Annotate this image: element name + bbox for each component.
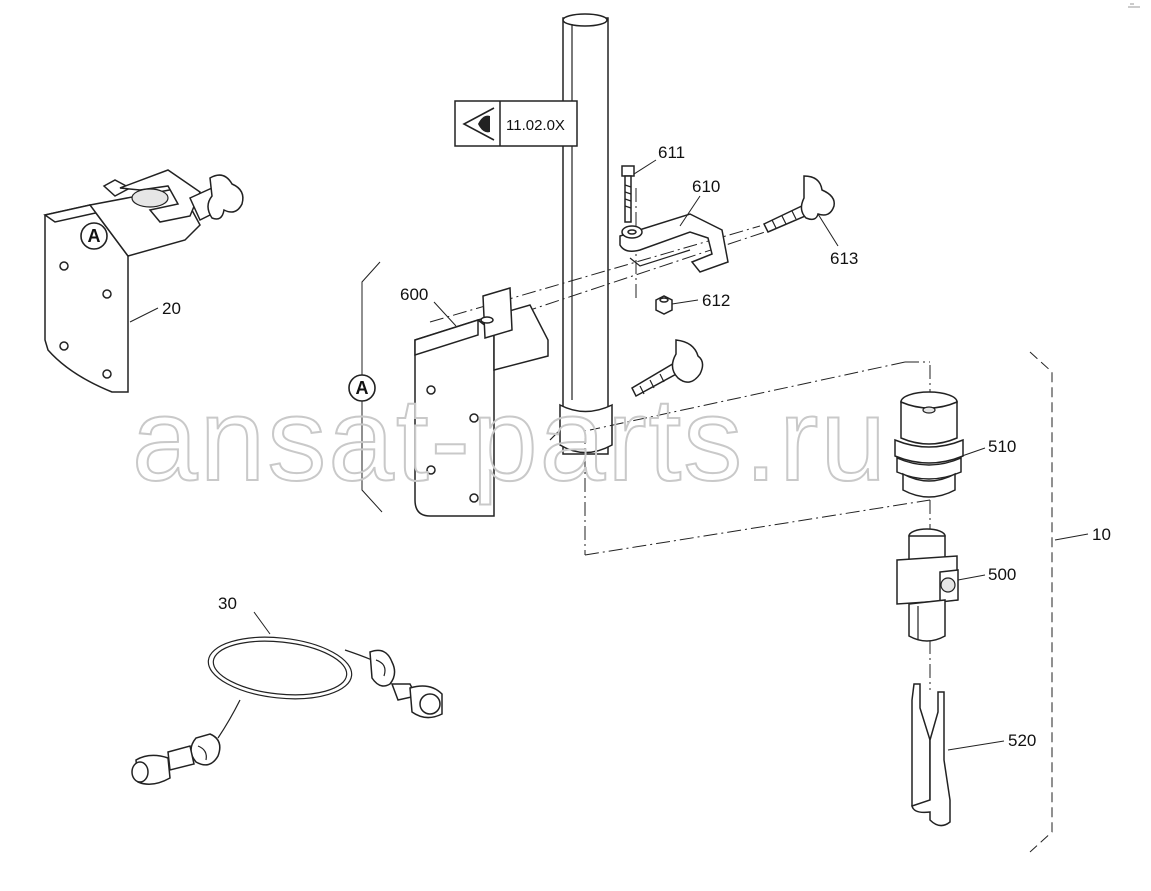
callout-520: 520: [1008, 731, 1036, 750]
cable-30: [131, 636, 443, 785]
bracket-20: [43, 169, 244, 393]
reference-box: 11.02.0X: [454, 100, 578, 147]
component-510: [894, 391, 964, 498]
knob-screw-lower: [631, 339, 704, 398]
bolt-611: [621, 165, 635, 223]
corner-mark: [1128, 3, 1140, 8]
component-520: [911, 683, 951, 827]
watermark: ansat-parts.ru: [132, 374, 888, 506]
svg-text:A: A: [356, 378, 369, 398]
callout-613: 613: [830, 249, 858, 268]
reference-code: 11.02.0X: [506, 117, 565, 134]
callout-610: 610: [692, 177, 720, 196]
bracket-600: [361, 261, 549, 517]
callout-30: 30: [218, 594, 237, 613]
callout-600: 600: [400, 285, 428, 304]
clamp-610: [619, 213, 729, 273]
callout-10: 10: [1092, 525, 1111, 544]
callout-611: 611: [658, 143, 685, 162]
eye-view-icon: [462, 107, 495, 141]
vertical-pole: [549, 13, 613, 455]
detail-marker-a-upper: A: [80, 222, 108, 250]
svg-text:A: A: [88, 226, 101, 246]
group-bracket-10: [1029, 351, 1053, 853]
component-500: [896, 528, 959, 642]
callout-612: 612: [702, 291, 730, 310]
detail-marker-a-lower: A: [348, 374, 376, 402]
callout-500: 500: [988, 565, 1016, 584]
leader-lines: [129, 159, 1089, 751]
nut-612: [655, 295, 673, 315]
callout-510: 510: [988, 437, 1016, 456]
callout-20: 20: [162, 299, 181, 318]
knob-613: [762, 175, 835, 233]
